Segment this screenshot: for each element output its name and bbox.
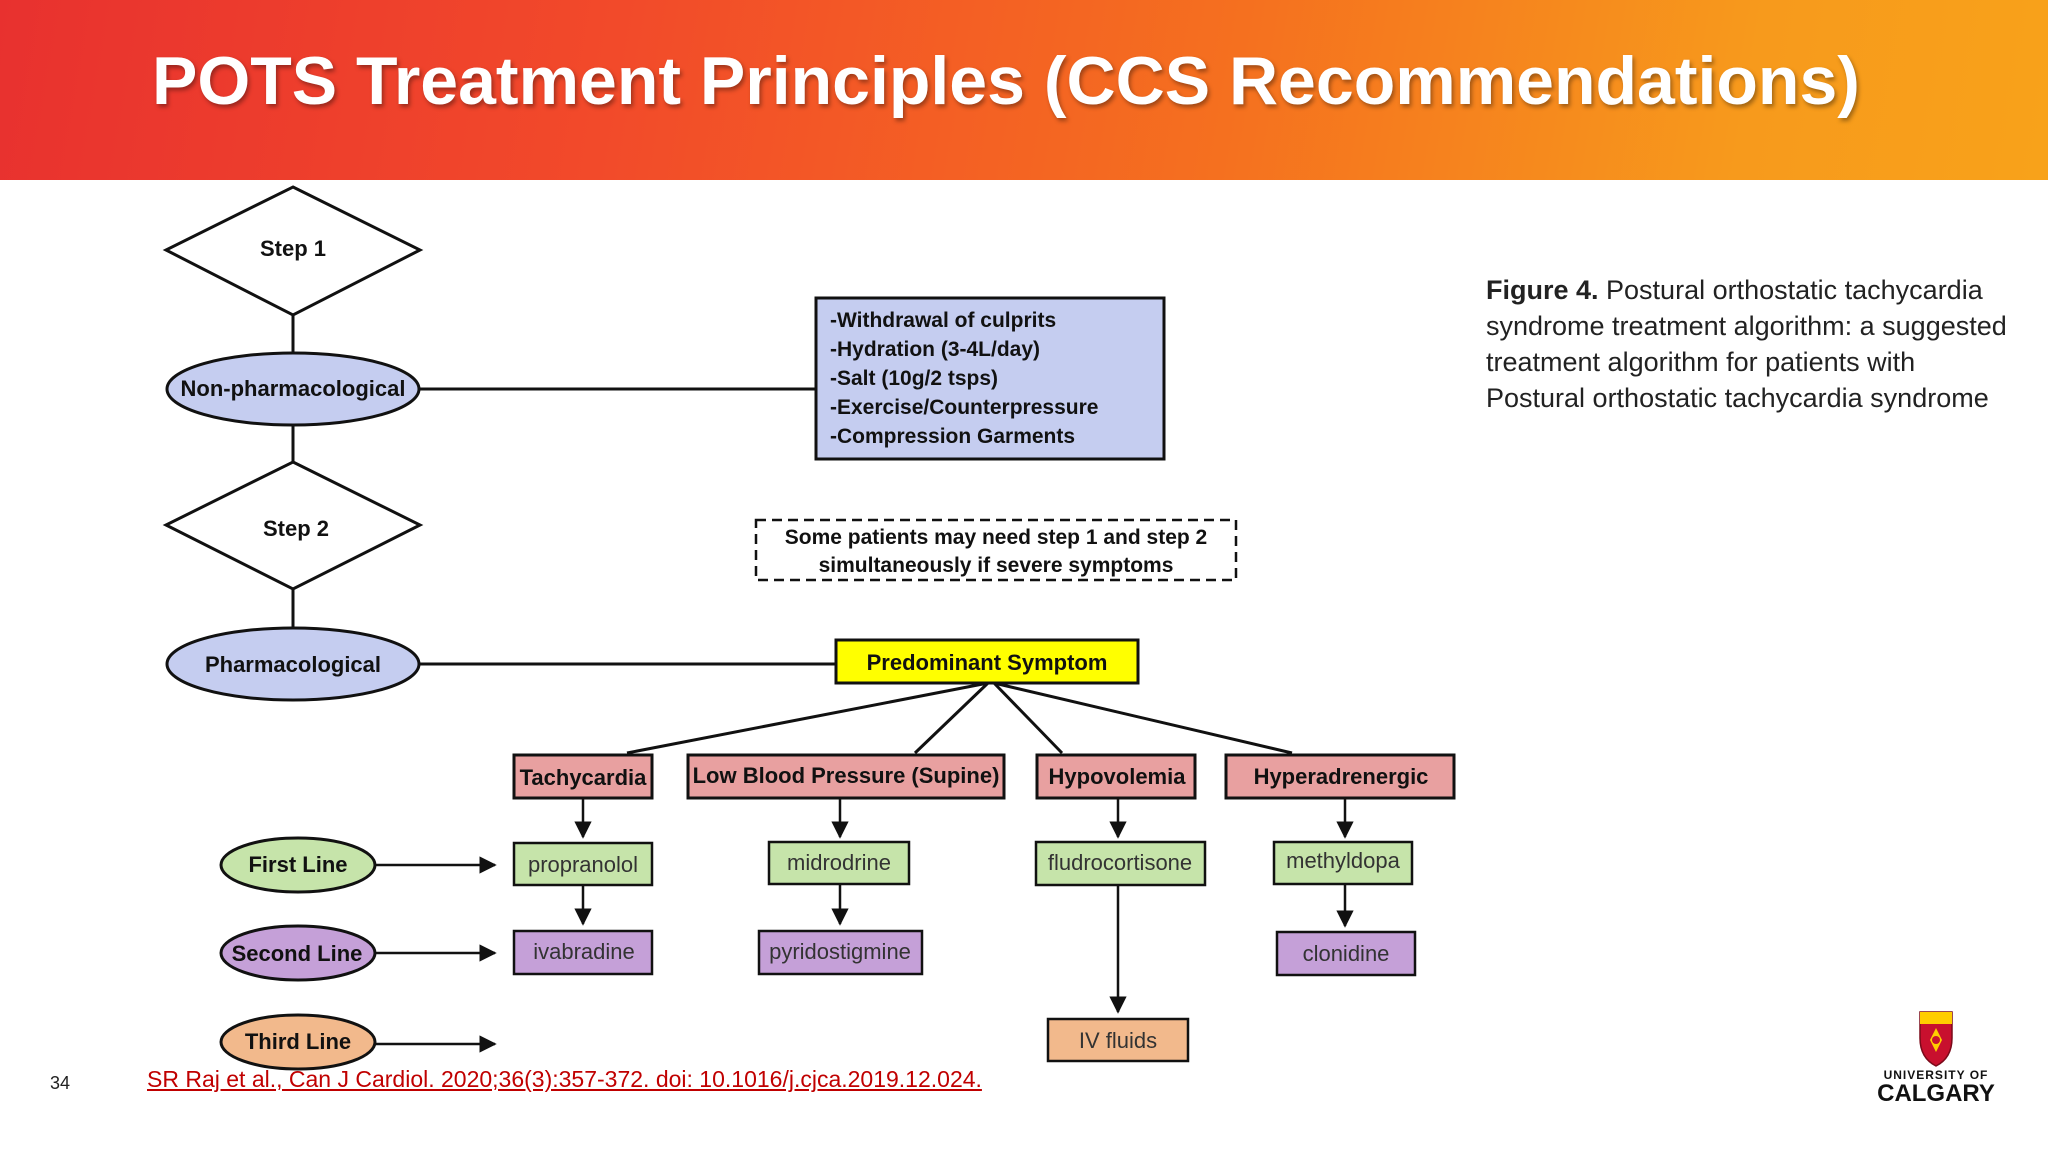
step1-label: Step 1 (260, 236, 326, 261)
non-pharmacological-box: -Withdrawal of culprits -Hydration (3-4L… (814, 296, 1166, 461)
pharmacological-ellipse: Pharmacological (165, 626, 421, 702)
drug-label: propranolol (528, 852, 638, 877)
step2-diamond: Step 2 (162, 460, 424, 591)
line-label: Third Line (245, 1029, 351, 1054)
drug-label: methyldopa (1286, 848, 1401, 873)
drug-label: midrodrine (787, 850, 891, 875)
drug-label: IV fluids (1079, 1028, 1157, 1053)
drug-ivabradine: ivabradine (512, 929, 654, 976)
pharmacological-label: Pharmacological (205, 652, 381, 677)
slide-number: 34 (50, 1073, 71, 1093)
drug-label: fludrocortisone (1048, 850, 1192, 875)
drug-clonidine: clonidine (1275, 930, 1417, 977)
treatment-iv-fluids: IV fluids (1046, 1017, 1190, 1063)
caption-label: Figure 4. (1486, 275, 1599, 305)
slide-title: POTS Treatment Principles (CCS Recommend… (152, 43, 1860, 119)
non-pharmacological-label: Non-pharmacological (181, 376, 406, 401)
symptom-category-hyperadrenergic: Hyperadrenergic (1224, 753, 1456, 800)
symptom-category-hypovolemia: Hypovolemia (1035, 753, 1197, 800)
caption-text: Postural orthostatic tachycardia syndrom… (1486, 275, 2007, 413)
symptom-category-tachycardia: Tachycardia (512, 753, 654, 800)
predominant-symptom-box: Predominant Symptom (834, 638, 1140, 685)
drug-label: ivabradine (533, 939, 635, 964)
non-pharm-item: -Compression Garments (830, 425, 1075, 448)
non-pharm-item: -Salt (10g/2 tsps) (830, 367, 998, 390)
logo-text-line2: CALGARY (1877, 1080, 1995, 1107)
note-line: simultaneously if severe symptoms (819, 554, 1174, 577)
non-pharmacological-ellipse: Non-pharmacological (165, 351, 421, 427)
university-logo: UNIVERSITY OF CALGARY (1876, 1008, 1996, 1108)
crest-icon (1919, 1011, 1953, 1067)
category-label: Hyperadrenergic (1254, 764, 1429, 789)
drug-fludrocortisone: fludrocortisone (1034, 840, 1207, 887)
non-pharm-item: -Withdrawal of culprits (830, 309, 1056, 332)
note-line: Some patients may need step 1 and step 2 (785, 526, 1207, 549)
step2-label: Step 2 (263, 516, 329, 541)
category-label: Low Blood Pressure (Supine) (693, 763, 1000, 788)
drug-propranolol: propranolol (512, 841, 654, 887)
drug-label: pyridostigmine (769, 939, 911, 964)
figure-caption: Figure 4. Postural orthostatic tachycard… (1486, 272, 2016, 416)
line-label: First Line (248, 852, 347, 877)
connector-lines (291, 315, 1293, 755)
logo-text-line1: UNIVERSITY OF (1883, 1068, 1989, 1082)
category-label: Tachycardia (520, 765, 648, 790)
drug-midrodrine: midrodrine (767, 840, 911, 886)
symptom-category-low-blood-pressure: Low Blood Pressure (Supine) (686, 753, 1006, 800)
non-pharm-item: -Hydration (3-4L/day) (830, 338, 1040, 361)
drug-methyldopa: methyldopa (1272, 840, 1414, 886)
drug-label: clonidine (1303, 941, 1390, 966)
category-label: Hypovolemia (1049, 764, 1187, 789)
citation-link[interactable]: SR Raj et al., Can J Cardiol. 2020;36(3)… (147, 1066, 982, 1092)
non-pharm-item: -Exercise/Counterpressure (830, 396, 1098, 419)
step1-diamond: Step 1 (162, 185, 424, 317)
first-line-ellipse: First Line (219, 836, 377, 894)
predominant-symptom-label: Predominant Symptom (867, 650, 1108, 675)
arrows (375, 798, 1354, 1053)
line-label: Second Line (232, 941, 363, 966)
third-line-ellipse: Third Line (219, 1013, 377, 1071)
title-banner (0, 0, 2048, 180)
drug-pyridostigmine: pyridostigmine (757, 929, 924, 976)
severe-symptoms-note: Some patients may need step 1 and step 2… (754, 518, 1238, 582)
second-line-ellipse: Second Line (219, 924, 377, 982)
